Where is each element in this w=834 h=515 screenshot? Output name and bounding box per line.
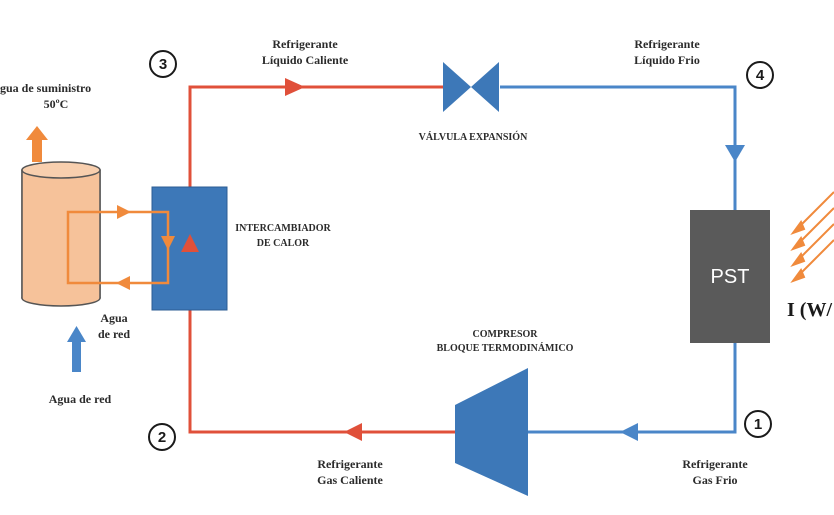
water-tank-icon <box>21 161 101 307</box>
water-arrow-down <box>161 236 175 250</box>
solar-rays-icon <box>790 191 834 284</box>
state-marker-4: 4 <box>746 61 774 89</box>
supply-water-label-2: 50ºC <box>44 97 69 111</box>
hot-liquid-label-2: Líquido Caliente <box>262 53 349 67</box>
cold-gas-line <box>528 343 737 434</box>
water-arrow-to-tank <box>116 276 130 290</box>
hot-liquid-label-1: Refrigerante <box>272 37 338 51</box>
flow-arrow-hot-liquid <box>285 78 305 96</box>
pst-label: PST <box>711 266 750 288</box>
exchanger-label-1: INTERCAMBIADOR <box>235 223 331 234</box>
hot-gas-label-2: Gas Caliente <box>317 473 383 487</box>
flow-arrow-cold-liquid <box>725 145 745 162</box>
mains-water-side-label-1: Agua <box>100 311 127 325</box>
state-marker-2: 2 <box>148 423 176 451</box>
water-loop <box>66 210 170 285</box>
compressor-label-2: BLOQUE TERMODINÁMICO <box>437 342 574 354</box>
exchanger-label-2: DE CALOR <box>257 238 310 249</box>
flow-arrow-hot-gas <box>344 423 362 441</box>
supply-water-label-1: gua de suministro <box>0 81 91 95</box>
cold-gas-label-2: Gas Frio <box>693 473 738 487</box>
cold-gas-label-1: Refrigerante <box>682 457 748 471</box>
state-marker-1: 1 <box>744 410 772 438</box>
expansion-valve-icon <box>443 62 499 112</box>
cold-liquid-label-1: Refrigerante <box>634 37 700 51</box>
compressor-label-1: COMPRESOR <box>473 329 539 340</box>
compressor-icon <box>455 368 528 496</box>
mains-water-arrow <box>67 326 86 372</box>
valve-label: VÁLVULA EXPANSIÓN <box>419 131 528 143</box>
flow-arrow-cold-gas <box>620 423 638 441</box>
flow-arrow-exchanger-refrigerant <box>181 234 199 252</box>
heat-exchanger <box>151 186 228 311</box>
pst-panel <box>690 210 770 343</box>
mains-water-side-label-2: de red <box>98 327 130 341</box>
water-arrow-to-exchanger <box>117 205 131 219</box>
cold-liquid-label-2: Líquido Frio <box>634 53 700 67</box>
svg-text:3: 3 <box>159 56 167 73</box>
svg-text:1: 1 <box>754 416 762 433</box>
mains-water-bottom-label: Agua de red <box>49 392 112 406</box>
irradiance-label: I (W/ <box>787 299 832 321</box>
hot-gas-label-1: Refrigerante <box>317 457 383 471</box>
cold-liquid-line <box>500 85 737 210</box>
supply-water-arrow <box>26 126 48 162</box>
svg-text:4: 4 <box>756 67 765 84</box>
svg-text:2: 2 <box>158 429 166 446</box>
hot-refrigerant-line <box>188 85 455 434</box>
state-marker-3: 3 <box>149 50 177 78</box>
